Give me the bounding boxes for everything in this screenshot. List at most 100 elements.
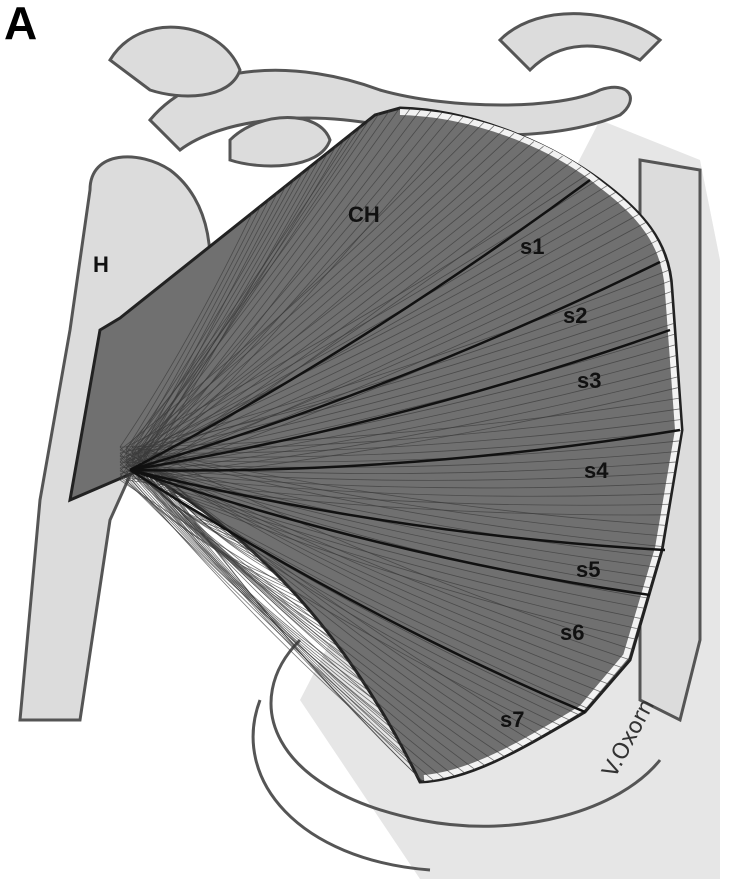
striation	[137, 470, 674, 489]
striation	[119, 476, 292, 590]
striation	[131, 473, 376, 701]
striation	[125, 301, 673, 457]
striation	[137, 376, 679, 478]
striation	[131, 107, 400, 463]
striation	[119, 145, 337, 478]
striation	[119, 455, 661, 558]
striation	[131, 479, 435, 782]
striation	[137, 473, 571, 721]
striation	[137, 461, 398, 738]
striation	[143, 387, 680, 481]
striation	[143, 473, 672, 497]
striation	[143, 191, 616, 457]
striation	[131, 419, 682, 454]
label-s6: s6	[560, 620, 585, 645]
striation	[143, 152, 329, 475]
striation	[143, 119, 474, 448]
striation	[125, 458, 658, 568]
striation	[131, 476, 640, 630]
striation	[119, 479, 553, 732]
striation	[125, 112, 443, 475]
label-s1: s1	[520, 234, 545, 259]
label-s2: s2	[563, 303, 588, 328]
segment-boundary	[129, 328, 671, 472]
striation	[137, 192, 278, 457]
striation	[119, 344, 677, 469]
striation	[143, 461, 603, 693]
segment-boundary	[129, 468, 651, 597]
striation	[125, 473, 643, 620]
striation	[125, 172, 591, 448]
striation	[137, 108, 411, 466]
striation	[131, 365, 678, 475]
striation	[125, 479, 668, 516]
label-s5: s5	[576, 557, 601, 582]
striation	[137, 116, 464, 481]
striation	[137, 221, 647, 469]
rib-lower	[251, 699, 431, 872]
pectoralis-major	[68, 106, 684, 784]
striation	[119, 122, 485, 451]
label-s7: s7	[500, 707, 525, 732]
striation	[137, 479, 637, 640]
acromion	[108, 25, 242, 98]
muscle-striations	[119, 107, 683, 783]
striation	[125, 354, 677, 472]
striation	[131, 150, 554, 472]
label-s4: s4	[584, 458, 609, 483]
striation	[137, 458, 610, 685]
segment-boundary	[129, 428, 681, 472]
striation	[119, 110, 432, 472]
sternal-notch-bone	[497, 12, 663, 73]
striation	[131, 449, 534, 743]
striation	[131, 132, 354, 448]
striation	[143, 333, 676, 466]
striation	[143, 467, 649, 599]
striation	[137, 322, 675, 463]
striation	[125, 408, 681, 451]
striation	[143, 455, 515, 753]
striation	[137, 476, 370, 692]
striation	[143, 440, 681, 463]
label-clavicular-head: CH	[348, 202, 380, 227]
segment-boundary	[129, 468, 586, 714]
striation	[131, 461, 655, 578]
striation	[125, 452, 624, 669]
striation	[125, 110, 390, 460]
striation	[119, 212, 253, 448]
striation	[119, 450, 679, 468]
striation	[125, 470, 382, 710]
striation	[119, 141, 535, 466]
striation	[131, 129, 505, 457]
striation	[131, 452, 346, 657]
striation	[143, 161, 573, 478]
striation	[143, 479, 364, 683]
striation	[137, 185, 608, 454]
panel-label: A	[4, 0, 38, 49]
rib-upper	[269, 638, 662, 828]
striation	[131, 446, 667, 526]
striation	[119, 446, 358, 674]
striation	[125, 446, 543, 737]
striation	[137, 125, 362, 451]
striation	[119, 461, 327, 631]
striation	[137, 429, 683, 458]
segment-boundary	[129, 260, 661, 472]
striation	[137, 470, 306, 606]
striation	[119, 470, 646, 609]
striation	[125, 125, 495, 454]
striation	[119, 464, 596, 701]
coracoid	[228, 116, 332, 168]
striation	[125, 205, 262, 451]
striation	[143, 136, 525, 463]
fascia-border	[399, 109, 682, 781]
striation	[119, 113, 380, 457]
striation	[137, 449, 665, 537]
striation	[119, 198, 625, 460]
striation	[137, 132, 515, 460]
striation	[143, 446, 634, 650]
striation	[125, 479, 284, 583]
striation	[131, 467, 675, 481]
